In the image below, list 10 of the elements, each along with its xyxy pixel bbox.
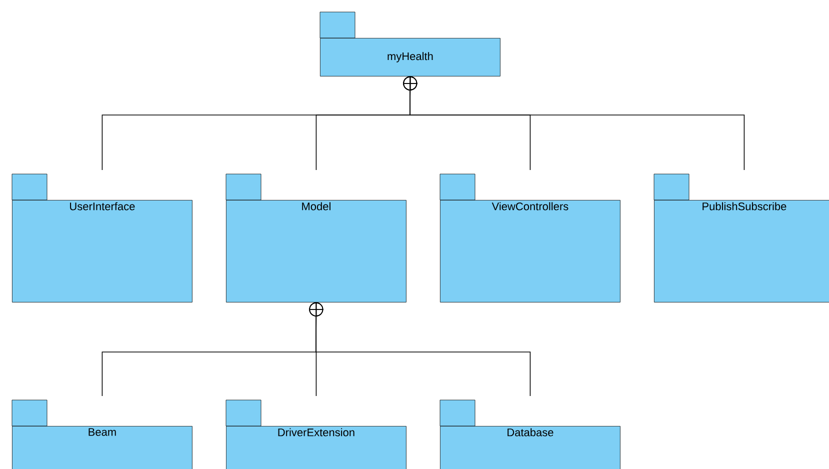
- package-box: DriverExtension: [226, 400, 406, 469]
- package-box: myHealth: [320, 12, 500, 76]
- package-box: Database: [440, 400, 620, 469]
- package-box: Beam: [12, 400, 192, 469]
- package-box: UserInterface: [12, 174, 192, 302]
- containment-line: [402, 76, 745, 170]
- containment-line: [308, 302, 531, 396]
- package-box: PublishSubscribe: [654, 174, 829, 302]
- package-box: ViewControllers: [440, 174, 620, 302]
- package-box: Model: [226, 174, 406, 302]
